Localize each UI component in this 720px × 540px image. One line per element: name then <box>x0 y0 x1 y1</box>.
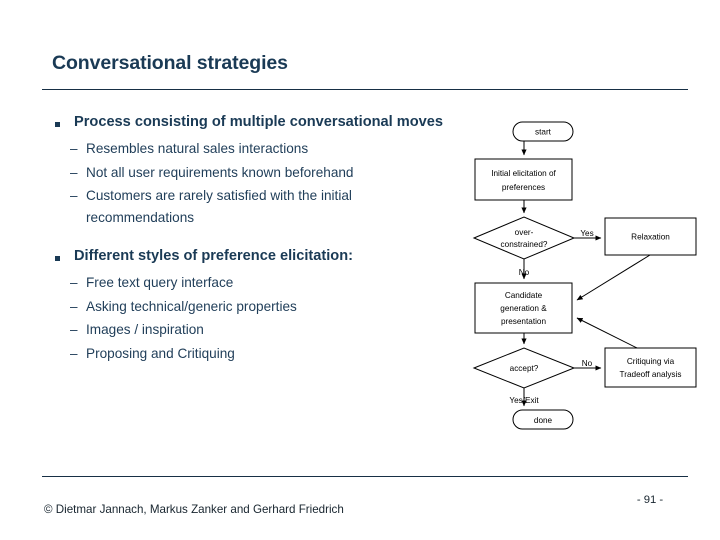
bullet-heading-text: Different styles of preference elicitati… <box>74 248 353 264</box>
flow-edge-relaxation-candidate <box>576 254 651 301</box>
list-item-label: Proposing and Critiquing <box>86 345 235 361</box>
conversational-strategy-flowchart: start Initial elicitation of preferences… <box>462 105 710 445</box>
footer-divider <box>42 476 688 477</box>
bullet-heading-text: Process consisting of multiple conversat… <box>74 114 444 130</box>
list-item-label: Customers are rarely satisfied with the … <box>86 188 352 225</box>
list-item: – Asking technical/generic properties <box>52 296 462 318</box>
list-item: – Not all user requirements known before… <box>52 162 462 184</box>
dash-bullet-icon: – <box>70 275 78 290</box>
bullet-group-heading: Process consisting of multiple conversat… <box>52 112 462 135</box>
sub-bullet-list: – Free text query interface – Asking tec… <box>52 272 462 364</box>
flow-node-candidate-label-3: presentation <box>501 317 547 326</box>
flow-node-critique-shape <box>604 347 697 388</box>
sub-bullet-list: – Resembles natural sales interactions –… <box>52 138 462 228</box>
flow-node-overcon-shape <box>472 216 576 260</box>
flow-node-relaxation-label: Relaxation <box>631 233 670 242</box>
flow-node-overcon-label-2: constrained? <box>501 240 548 249</box>
list-item-label: Resembles natural sales interactions <box>86 141 309 156</box>
list-item-label: Asking technical/generic properties <box>86 298 297 314</box>
group-spacer <box>52 230 462 246</box>
flow-edge-label-overcon-no: No <box>519 268 530 277</box>
footer-copyright: © Dietmar Jannach, Markus Zanker and Ger… <box>44 503 344 516</box>
bullet-group-heading: Different styles of preference elicitati… <box>52 246 462 269</box>
flow-node-candidate-shape <box>474 282 573 334</box>
dash-bullet-icon: – <box>70 298 78 314</box>
flow-node-accept-label: accept? <box>510 364 539 373</box>
dash-bullet-icon: – <box>70 345 78 361</box>
square-bullet-icon <box>52 246 74 269</box>
list-item: – Free text query interface <box>52 272 462 294</box>
dash-bullet-icon: – <box>70 322 78 337</box>
list-item: – Customers are rarely satisfied with th… <box>52 185 462 228</box>
flow-node-start-label: start <box>535 128 552 137</box>
list-item-label: Free text query interface <box>86 275 234 290</box>
flow-node-done-label: done <box>534 416 553 425</box>
title-divider <box>42 89 688 90</box>
flow-node-candidate-label-2: generation & <box>500 304 547 313</box>
flow-edge-label-accept-no: No <box>582 359 593 368</box>
flow-node-elicit-label-1: Initial elicitation of <box>491 169 556 178</box>
list-item: – Images / inspiration <box>52 319 462 341</box>
flow-edge-label-accept-yes: Yes/Exit <box>509 396 539 405</box>
list-item-label: Images / inspiration <box>86 322 204 337</box>
flow-node-done-shape <box>512 409 574 430</box>
dash-bullet-icon: – <box>70 188 78 203</box>
flow-node-elicit-shape <box>474 158 573 201</box>
flow-node-candidate-label-1: Candidate <box>505 291 543 300</box>
flow-node-relaxation-shape <box>604 217 697 256</box>
flow-node-overcon-label-1: over- <box>515 228 534 237</box>
flow-node-elicit-label-2: preferences <box>502 183 545 192</box>
page-title: Conversational strategies <box>52 52 288 74</box>
bullet-content: Process consisting of multiple conversat… <box>52 112 462 366</box>
flow-edge-critique-candidate <box>576 317 638 349</box>
flow-edge-label-overcon-yes: Yes <box>580 229 593 238</box>
dash-bullet-icon: – <box>70 141 78 156</box>
list-item: – Proposing and Critiquing <box>52 343 462 365</box>
square-bullet-icon <box>52 112 74 135</box>
list-item-label: Not all user requirements known beforeha… <box>86 164 354 180</box>
flow-node-critique-label-2: Tradeoff analysis <box>620 370 682 379</box>
list-item: – Resembles natural sales interactions <box>52 138 462 160</box>
page-number: - 91 - <box>636 494 664 506</box>
dash-bullet-icon: – <box>70 164 78 180</box>
flow-node-start-shape <box>512 121 574 142</box>
flow-node-critique-label-1: Critiquing via <box>627 357 675 366</box>
